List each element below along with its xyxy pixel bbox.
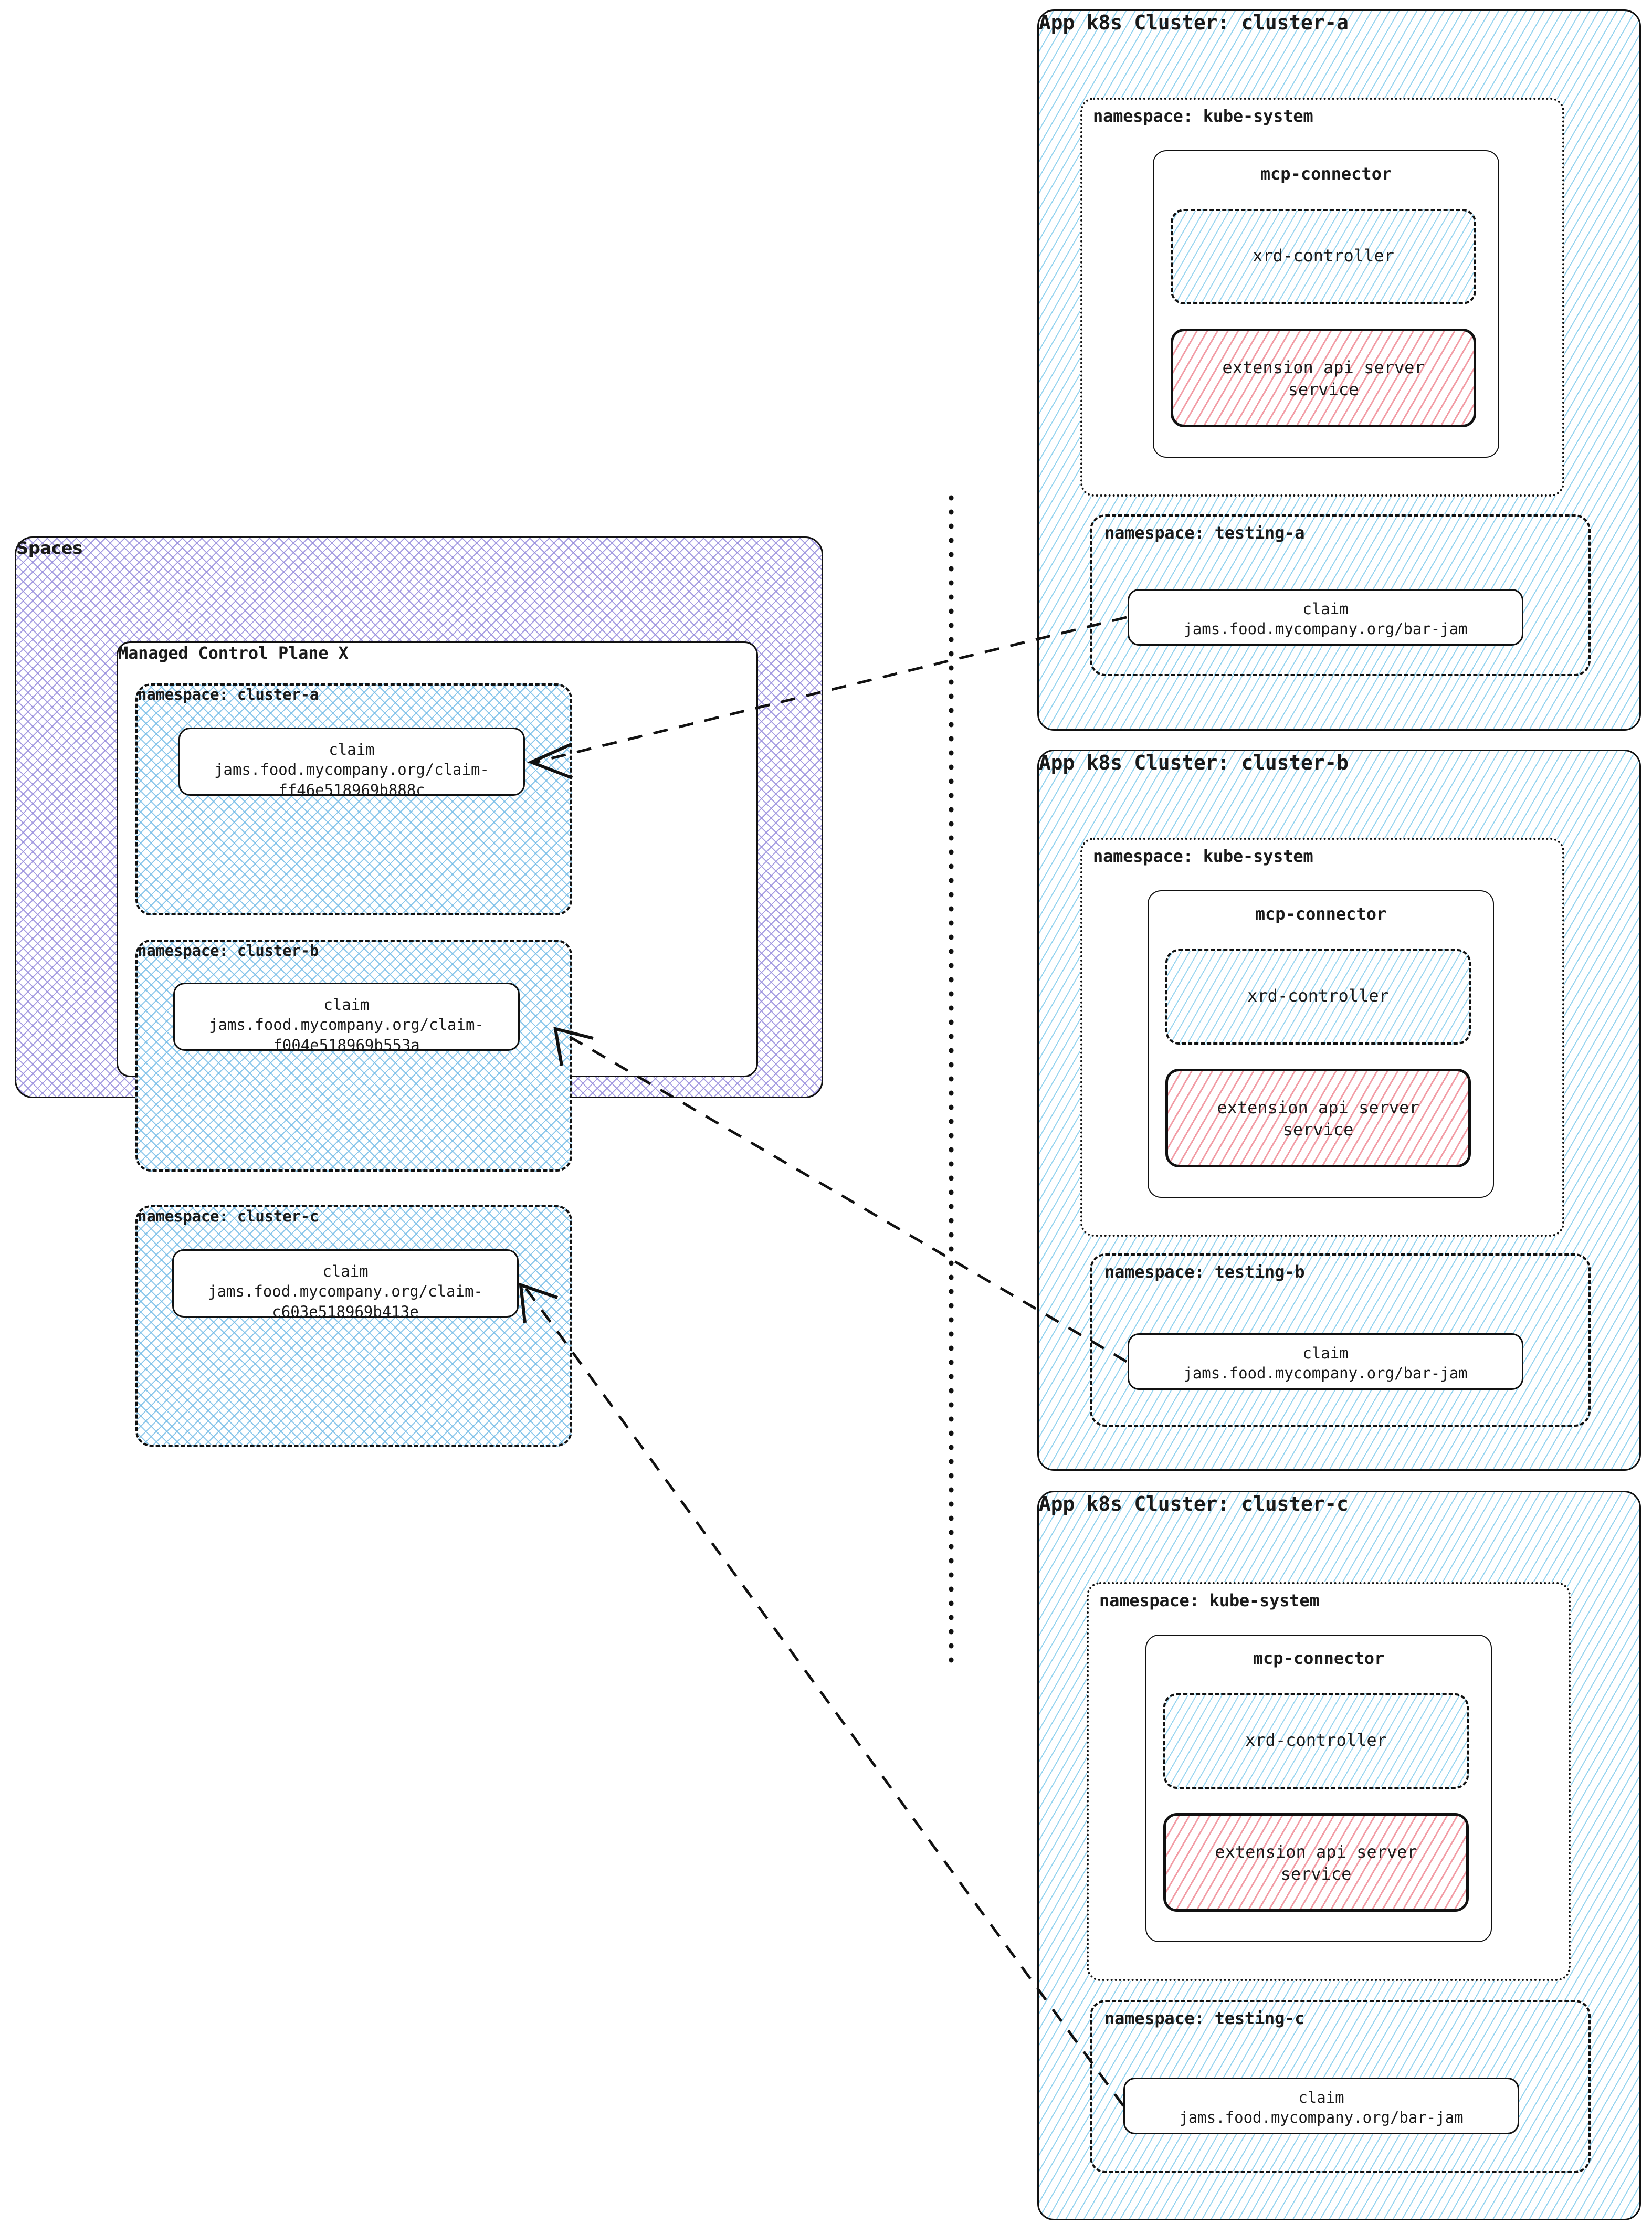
spaces-label: Spaces: [16, 538, 83, 558]
mcp-namespace-cluster-a: namespace: cluster-a: [135, 683, 572, 915]
cluster-a-kube-system-label: namespace: kube-system: [1093, 106, 1313, 126]
cluster-a-xrd-controller-label: xrd-controller: [1253, 246, 1394, 266]
app-cluster-a-label: App k8s Cluster: cluster-a: [1039, 11, 1349, 34]
mcp-namespace-cluster-c-label: namespace: cluster-c: [138, 1207, 319, 1225]
mcp-namespace-cluster-b: namespace: cluster-b: [135, 940, 572, 1172]
mcp-namespace-cluster-a-label: namespace: cluster-a: [138, 686, 319, 703]
mcp-namespace-cluster-c: namespace: cluster-c: [135, 1205, 572, 1447]
cluster-c-xrd-controller-label: xrd-controller: [1245, 1730, 1387, 1750]
cluster-a-xrd-controller: xrd-controller: [1171, 209, 1476, 304]
connector-line-c: [523, 1286, 1125, 2107]
cluster-b-mcp-connector-label: mcp-connector: [1255, 904, 1387, 924]
app-cluster-b-label: App k8s Cluster: cluster-b: [1039, 751, 1349, 774]
cluster-a-testing-namespace-label: namespace: testing-a: [1104, 523, 1305, 543]
cluster-c-kube-system-label: namespace: kube-system: [1099, 1590, 1320, 1610]
cluster-c-mcp-connector-label: mcp-connector: [1253, 1648, 1385, 1668]
app-cluster-c-label: App k8s Cluster: cluster-c: [1039, 1492, 1349, 1515]
cluster-b-xrd-controller-label: xrd-controller: [1247, 986, 1389, 1006]
cluster-b-kube-system-label: namespace: kube-system: [1093, 846, 1313, 866]
cluster-b-xrd-controller: xrd-controller: [1165, 949, 1471, 1045]
mcp-namespace-cluster-b-label: namespace: cluster-b: [138, 942, 319, 960]
control-plane-label: Managed Control Plane X: [118, 643, 349, 663]
cluster-c-xrd-controller: xrd-controller: [1163, 1693, 1469, 1789]
cluster-c-testing-namespace-label: namespace: testing-c: [1104, 2008, 1305, 2028]
cluster-a-mcp-connector-label: mcp-connector: [1260, 164, 1392, 184]
cluster-b-testing-namespace-label: namespace: testing-b: [1104, 1262, 1305, 1282]
